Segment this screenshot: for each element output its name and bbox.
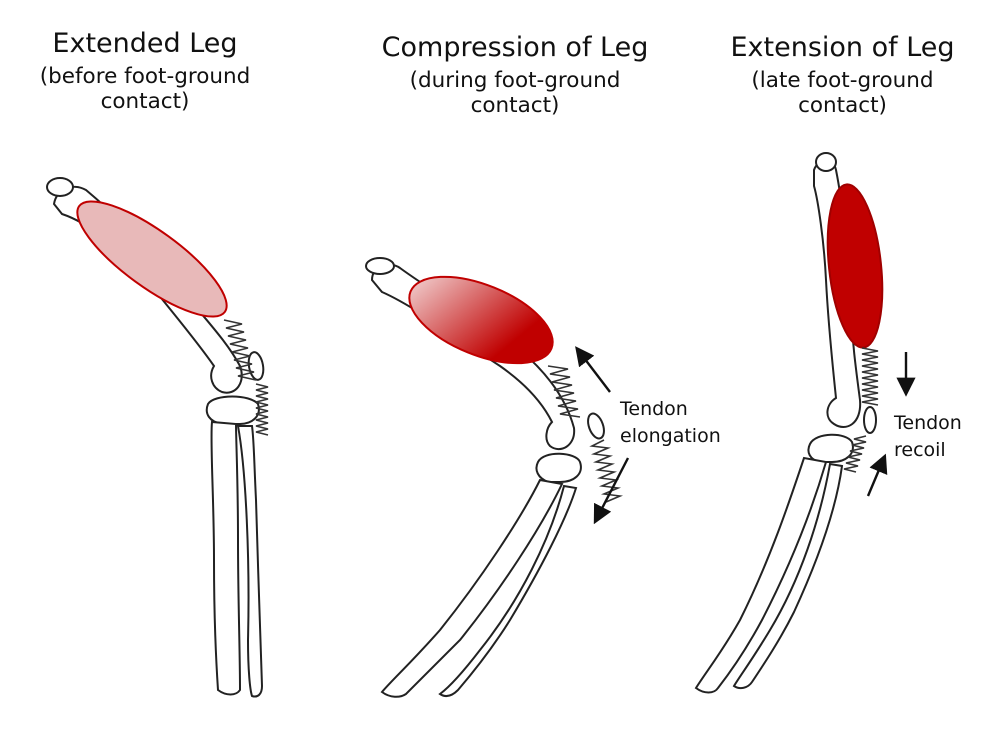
panel-2-tendon-spring-upper (547, 365, 581, 418)
panel-3-title-block: Extension of Leg (late foot-ground conta… (705, 32, 980, 119)
panel-2-arrow-down (593, 457, 630, 525)
panel-1-tendon-spring-lower (255, 383, 269, 436)
panel-2-fibula (438, 484, 578, 698)
panel-1-tibia-head (205, 395, 260, 425)
panel-2-annotation: Tendon elongation (620, 396, 721, 450)
panel-3-arrow-up (866, 453, 888, 497)
panel-3-subtitle-line1: (late foot-ground (751, 67, 934, 93)
panel-3-fibula (732, 462, 844, 690)
panel-2-arrow-up (575, 346, 611, 393)
panel-3-annotation-line1: Tendon (894, 412, 962, 434)
panel-2-subtitle-line1: (during foot-ground (409, 67, 621, 93)
panel-2-patella (587, 412, 605, 440)
panel-2-tibia (380, 478, 564, 698)
panel-3-title: Extension of Leg (730, 32, 955, 63)
panel-3-tibia-head (807, 433, 854, 463)
panel-2-title-block: Compression of Leg (during foot-ground c… (365, 32, 665, 119)
panel-1-muscle (76, 200, 228, 318)
panel-3-patella (863, 406, 877, 434)
panel-2-tibia-head (535, 452, 582, 483)
panel-3-annotation: Tendon recoil (894, 410, 962, 464)
panel-2-title: Compression of Leg (381, 32, 649, 63)
panel-3-subtitle-line2: contact) (798, 93, 887, 119)
panel-2-muscle (408, 275, 554, 365)
panel-1-subtitle-line2: contact) (100, 89, 190, 115)
panel-3-tendon-spring-upper (861, 347, 879, 406)
panel-1-tibia (210, 420, 242, 696)
panel-1-fibula (236, 425, 264, 698)
panel-3-annotation-line2: recoil (894, 438, 946, 461)
panel-3-tibia (694, 456, 828, 694)
panel-2-annotation-line2: elongation (620, 424, 721, 447)
panel-2-tendon-spring-lower (589, 439, 624, 503)
panel-1-title-block: Extended Leg (before foot-ground contact… (20, 28, 270, 115)
panel-2-annotation-line1: Tendon (620, 398, 688, 420)
panel-2-subtitle-line2: contact) (470, 93, 560, 119)
panel-1-subtitle-line1: (before foot-ground (39, 63, 251, 89)
panel-1-tendon-spring-upper (223, 319, 257, 381)
panel-1-title: Extended Leg (52, 28, 238, 59)
panel-3-tendon-spring-lower (843, 435, 867, 473)
